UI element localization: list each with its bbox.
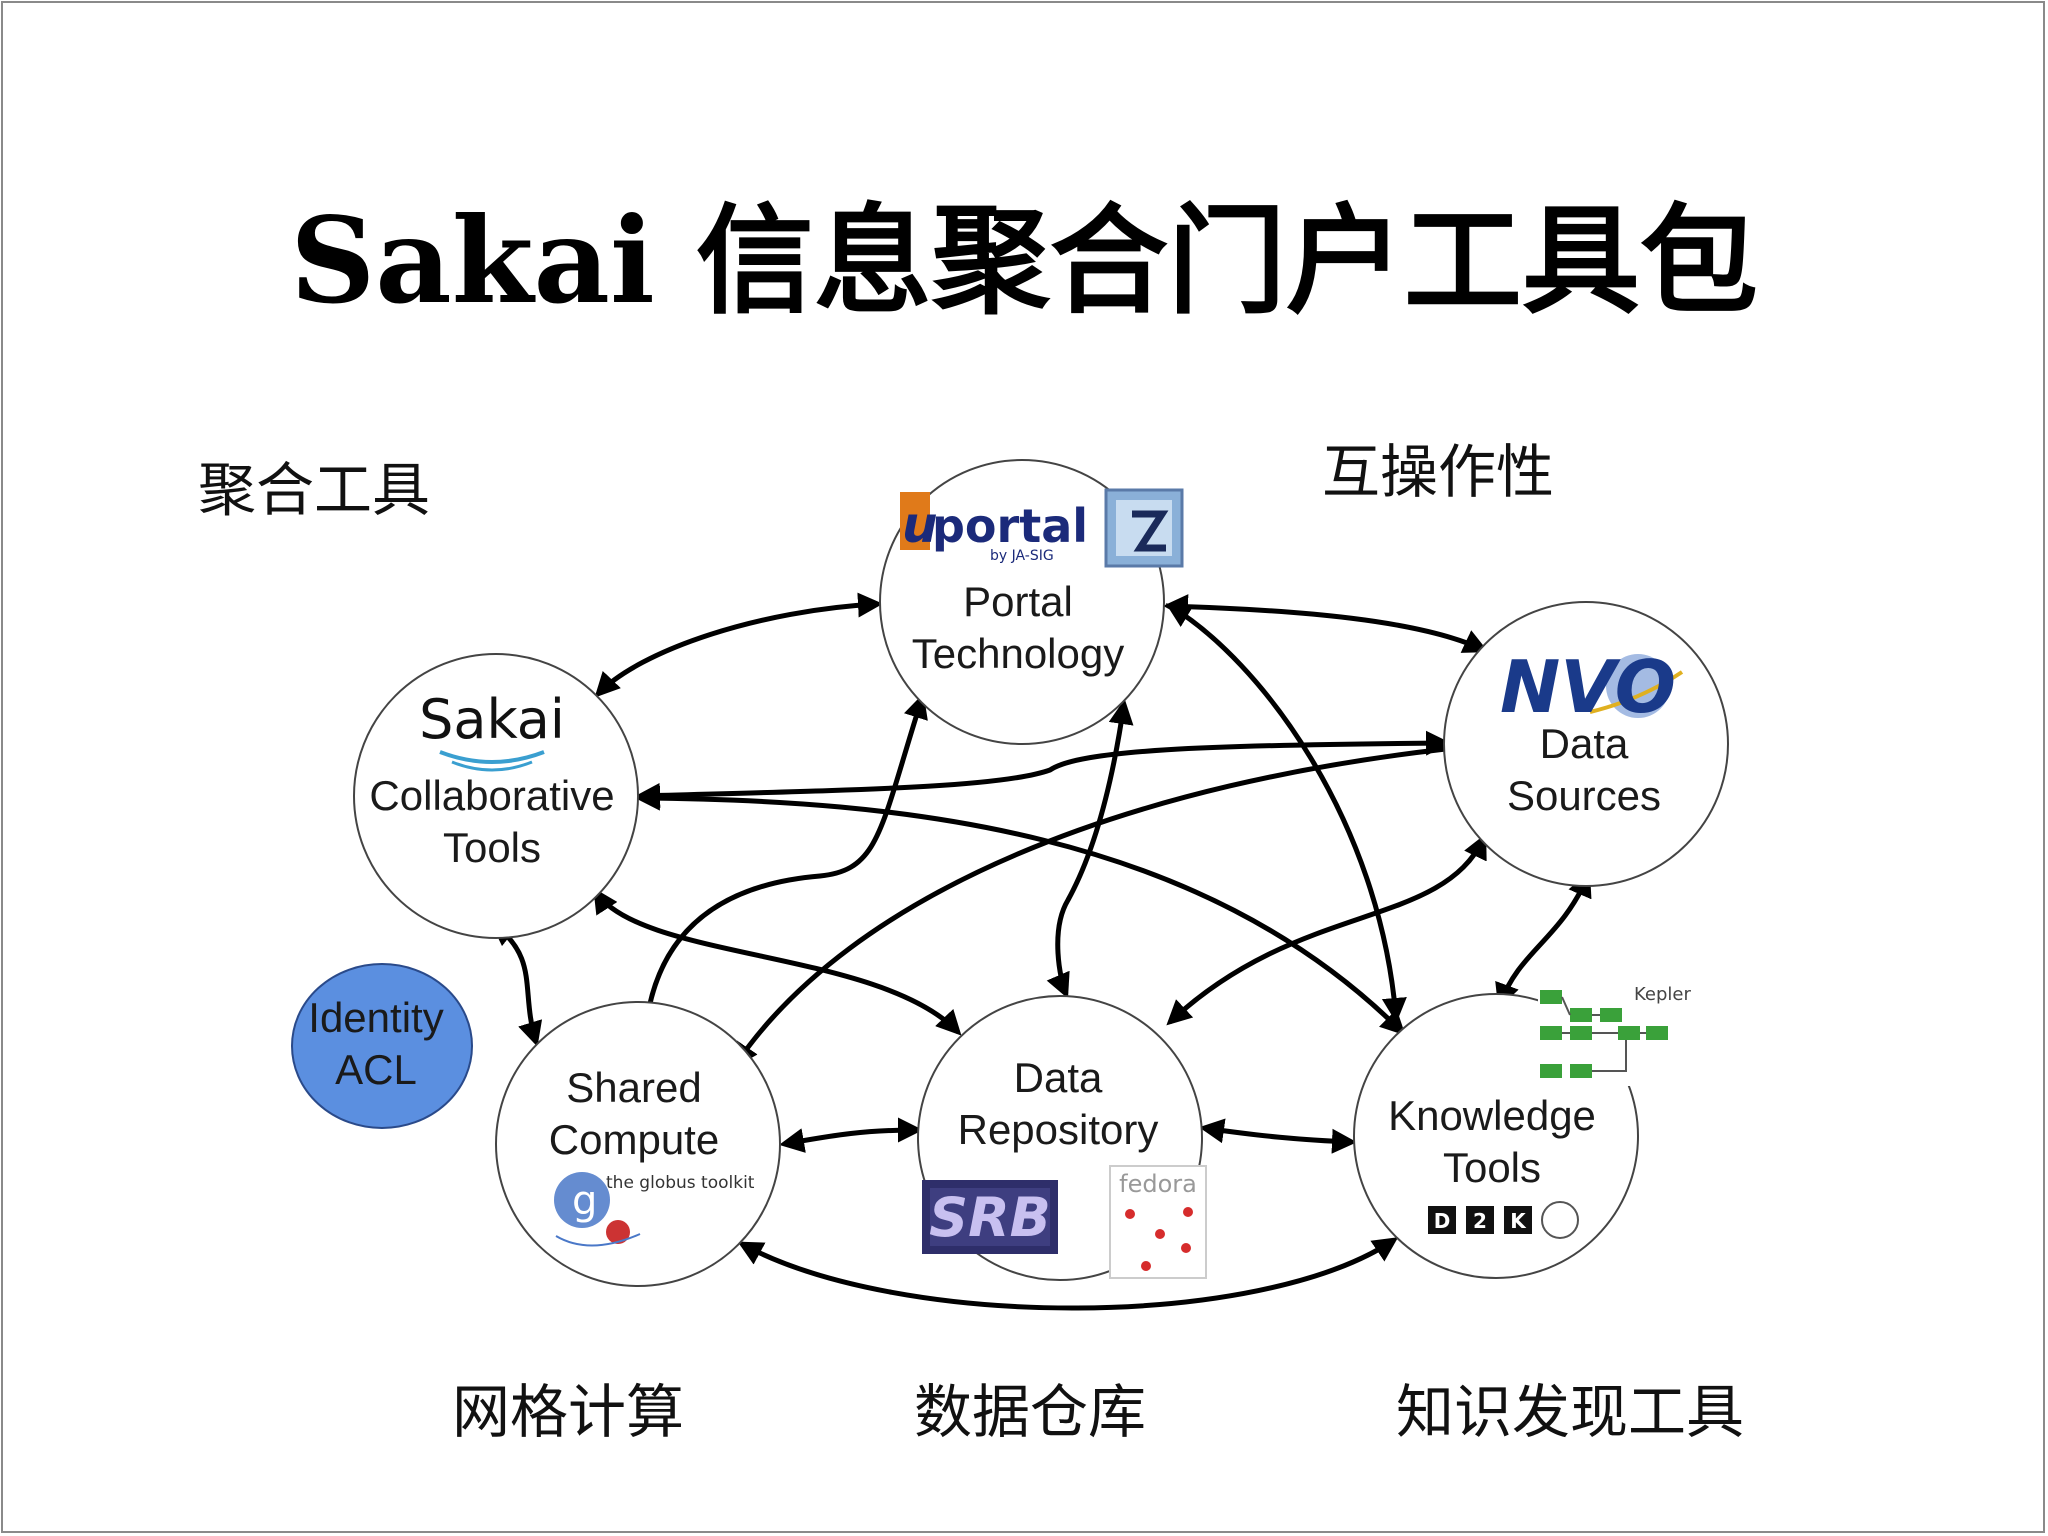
label-interoperability: 互操作性 <box>1322 438 1554 506</box>
fedora-wordmark: fedora <box>1119 1170 1197 1198</box>
node-label-line1: Collaborative <box>369 772 614 819</box>
node-circle <box>291 963 473 1129</box>
node-label-line2: ACL <box>335 1046 417 1093</box>
portal-widget-icon <box>1104 488 1184 568</box>
nvo-logo-icon: NVO <box>1500 645 1684 729</box>
node-data-sources[interactable]: NVO Data Sources <box>1443 601 1729 887</box>
node-label-line1: Data <box>1540 720 1629 767</box>
globus-initial: g <box>572 1178 597 1224</box>
edge-datasources-repository <box>1166 833 1487 1026</box>
node-knowledge-tools[interactable]: Knowledge Tools Kepler <box>1353 984 1784 1279</box>
edge-compute-knowledge <box>737 1237 1399 1311</box>
edge-portal-knowledge <box>1165 603 1407 1023</box>
sakai-logo-icon: Sakai <box>419 688 565 751</box>
uportal-byline: by JA-SIG <box>990 548 1054 564</box>
kepler-wordmark: Kepler <box>1634 984 1691 1005</box>
srb-wordmark: SRB <box>929 1186 1051 1249</box>
node-label-line2: Tools <box>443 824 541 871</box>
label-aggregation-tools: 聚合工具 <box>198 456 430 524</box>
node-portal-technology[interactable]: Portal Technology u portal by JA-SIG <box>879 459 1184 745</box>
node-collaborative-tools[interactable]: Sakai Collaborative Tools <box>353 653 639 939</box>
label-knowledge-discovery: 知识发现工具 <box>1396 1378 1744 1446</box>
d2k-letter: K <box>1510 1209 1527 1233</box>
globus-logo-icon: g the globus toolkit <box>554 1172 755 1247</box>
uportal-initial: u <box>902 496 938 554</box>
slide-title: Sakai 信息聚合门户工具包 <box>290 191 1758 330</box>
edge-repository-knowledge <box>1199 1118 1357 1154</box>
node-label-line2: Technology <box>912 630 1124 677</box>
d2k-letter: 2 <box>1473 1209 1487 1233</box>
connection-edges <box>490 592 1592 1311</box>
node-label-line2: Sources <box>1507 772 1661 819</box>
node-identity-acl[interactable]: Identity ACL <box>291 963 473 1129</box>
node-label-line1: Data <box>1014 1054 1103 1101</box>
edge-sakai-compute <box>490 920 543 1047</box>
node-label-line1: Identity <box>308 994 443 1041</box>
kepler-logo-icon: Kepler <box>1538 984 1784 1086</box>
node-circle <box>353 653 639 939</box>
edge-datasources-knowledge <box>1495 871 1592 1009</box>
node-label-line2: Tools <box>1443 1144 1541 1191</box>
node-label-line1: Knowledge <box>1388 1092 1596 1139</box>
sakai-wave-icon <box>451 760 533 772</box>
node-shared-compute[interactable]: Shared Compute g the globus toolkit <box>495 1001 781 1287</box>
d2k-letter: D <box>1434 1209 1451 1233</box>
edge-portal-compute <box>632 693 928 1055</box>
node-label-line2: Compute <box>549 1116 719 1163</box>
fedora-logo-icon: fedora <box>1109 1165 1207 1279</box>
sakai-wave-icon <box>439 750 545 764</box>
globus-wordmark: the globus toolkit <box>606 1173 755 1193</box>
label-grid-computing: 网格计算 <box>452 1378 684 1446</box>
uportal-logo-icon: u portal by JA-SIG <box>900 492 1088 564</box>
d2k-logo-icon: D 2 K <box>1428 1201 1579 1239</box>
node-label-line2: Repository <box>958 1106 1159 1153</box>
edge-sakai-knowledge <box>635 785 1406 1036</box>
edge-compute-repository <box>779 1117 923 1153</box>
node-data-repository[interactable]: Data Repository SRB fedora <box>917 995 1207 1281</box>
uportal-wordmark: portal <box>932 499 1088 553</box>
nvo-wordmark: NVO <box>1500 645 1676 729</box>
edge-compute-datasources <box>733 734 1489 1069</box>
srb-logo-icon: SRB <box>922 1180 1058 1254</box>
node-label-line1: Shared <box>566 1064 701 1111</box>
label-data-warehouse: 数据仓库 <box>914 1378 1146 1446</box>
node-label-line1: Portal <box>963 578 1073 625</box>
edge-sakai-portal <box>594 592 883 698</box>
node-circle <box>879 459 1165 745</box>
